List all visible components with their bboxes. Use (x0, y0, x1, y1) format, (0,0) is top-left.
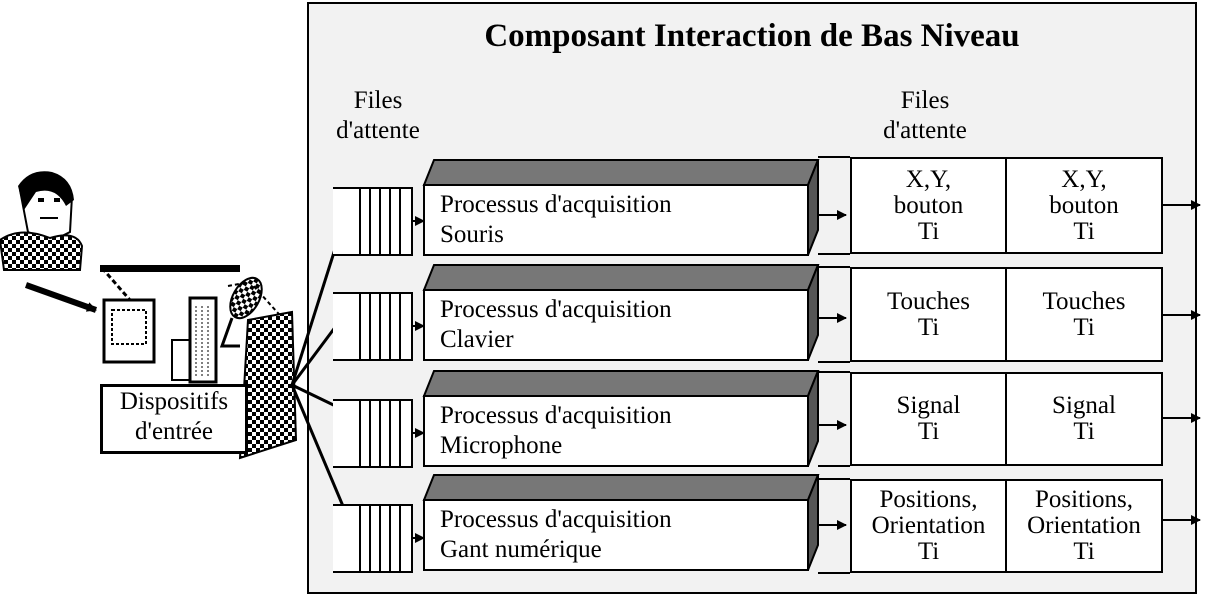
input-queues-header: Files d'attente (336, 87, 420, 144)
process-label-souris: Processus d'acquisition Souris (440, 191, 672, 248)
process-label-gant: Processus d'acquisition Gant numérique (440, 506, 672, 563)
devices-label: Dispositifs d'entrée (100, 384, 248, 454)
process-label-microphone: Processus d'acquisition Microphone (440, 402, 672, 459)
input-queues (333, 187, 413, 573)
user-figure-icon (0, 171, 98, 313)
process-label-clavier: Processus d'acquisition Clavier (440, 296, 672, 353)
process-box-clavier (422, 264, 820, 361)
input-queue-gant (333, 504, 413, 573)
output-queues-header: Files d'attente (883, 87, 967, 144)
output-queue-frames (818, 156, 850, 574)
input-queue-souris (333, 187, 413, 256)
process-to-queue-arrows (818, 210, 847, 530)
computer-microphone-icon (100, 265, 298, 460)
process-box-gant (422, 474, 820, 571)
process-box-microphone (422, 370, 820, 467)
input-queue-microphone (333, 399, 413, 468)
output-arrows (1163, 200, 1201, 525)
process-box-souris (422, 159, 820, 256)
input-queue-clavier (333, 292, 413, 361)
panel-title: Composant Interaction de Bas Niveau (484, 18, 1020, 54)
process-boxes (422, 159, 820, 571)
queue-to-process-arrows (412, 216, 425, 543)
